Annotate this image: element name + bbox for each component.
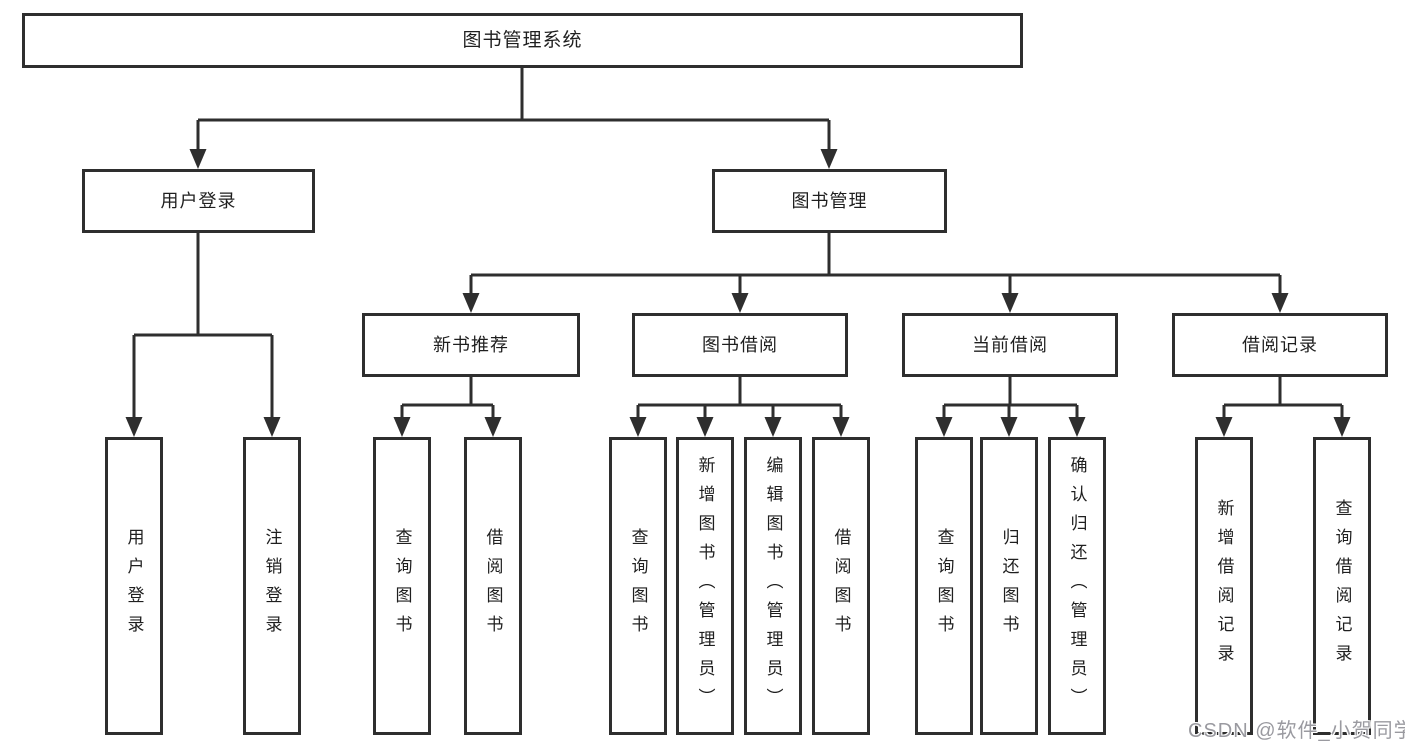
leaf-query-books-2: 查询图书: [609, 437, 667, 735]
leaf-confirm-return-admin: 确认归还（管理员）: [1048, 437, 1106, 735]
leaf-edit-book-admin: 编辑图书（管理员）: [744, 437, 802, 735]
edge-new-book-recommend-children: [400, 377, 495, 418]
csdn-watermark: CSDN @软件_小贺同学: [1188, 720, 1405, 742]
node-borrow-records: 借阅记录: [1172, 313, 1388, 377]
leaf-query-books-1: 查询图书: [373, 437, 431, 735]
edge-book-management-children: [469, 233, 1282, 294]
leaf-logout: 注销登录: [243, 437, 301, 735]
node-current-borrow: 当前借阅: [902, 313, 1118, 377]
edge-borrow-records-children: [1222, 377, 1344, 418]
leaf-user-login: 用户登录: [105, 437, 163, 735]
node-book-borrow: 图书借阅: [632, 313, 848, 377]
node-book-management: 图书管理: [712, 169, 947, 233]
leaf-borrow-books-2: 借阅图书: [812, 437, 870, 735]
edge-root-level2: [196, 68, 831, 150]
node-library-management-system: 图书管理系统: [22, 13, 1023, 68]
leaf-query-books-3: 查询图书: [915, 437, 973, 735]
node-new-book-recommend: 新书推荐: [362, 313, 580, 377]
leaf-add-borrow-record: 新增借阅记录: [1195, 437, 1253, 735]
edge-current-borrow-children: [942, 377, 1079, 418]
leaf-borrow-books-1: 借阅图书: [464, 437, 522, 735]
edge-book-borrow-children: [636, 377, 843, 418]
node-user-login: 用户登录: [82, 169, 315, 233]
leaf-add-book-admin: 新增图书（管理员）: [676, 437, 734, 735]
leaf-return-book: 归还图书: [980, 437, 1038, 735]
leaf-query-borrow-record: 查询借阅记录: [1313, 437, 1371, 735]
edge-user-login-children: [132, 233, 274, 418]
